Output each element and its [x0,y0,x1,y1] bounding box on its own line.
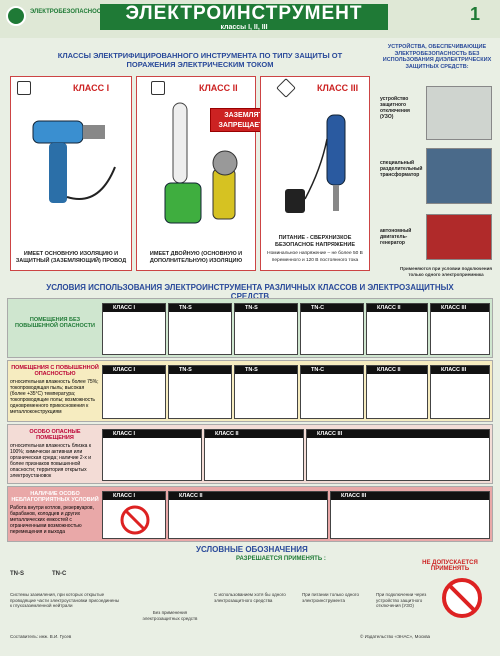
usage-heading: УСЛОВИЯ ИСПОЛЬЗОВАНИЯ ЭЛЕКТРОИНСТРУМЕНТА… [46,283,454,301]
legend-system-text: Системы заземления, при которых открытые… [10,592,120,608]
zone-high-cell: TN-C [300,365,364,419]
zone-high-cell: TN-S [234,365,298,419]
footer-right: © Издательство «ЭНАС», Москва [360,634,431,639]
tag: TN-S [235,366,297,374]
zone-high-cell: TN-S [168,365,232,419]
zone-normal-cell: КЛАСС I [102,303,166,355]
tag: TN-S [235,304,297,312]
zone-high-cell: КЛАСС I [102,365,166,419]
logo-text: ЭЛЕКТРОБЕЗОПАСНОСТЬ [30,9,109,15]
drill-icon [32,120,116,203]
tag: КЛАСС II [169,492,327,500]
page-title: ЭЛЕКТРОИНСТРУМЕНТ [125,3,363,24]
zone-adverse-cell: КЛАСС I [102,491,166,539]
zone-adverse-text: Работа внутри котлов, резервуаров, бараб… [10,505,94,535]
tag: КЛАСС III [307,430,489,438]
device-generator-label: автономный двигатель-генератор [380,228,412,246]
device-rcd-label: устройство защитного отключения (УЗО) [380,96,410,120]
tag: TN-S [169,304,231,312]
legend-item-3: При питании только одного электроинструм… [302,592,359,603]
tag: КЛАСС I [103,492,165,500]
class-1-desc: ИМЕЕТ ОСНОВНУЮ ИЗОЛЯЦИЮ И ЗАЩИТНЫЙ (ЗАЗЕ… [15,251,127,264]
class-3-card: КЛАСС III ПИТАНИЕ - СВЕРХНИЗКОЕ БЕЗОПАСН… [260,76,370,271]
zone-high-cell: КЛАСС II [366,365,428,419]
zone-extreme-title: ОСОБО ОПАСНЫЕ ПОМЕЩЕНИЯ [29,429,81,441]
logo-icon [6,6,26,26]
low-voltage-icon [276,78,296,98]
warning-line-2: ЗАПРЕЩАЕТСЯ [218,122,274,129]
class-1-label: КЛАСС I [73,83,110,93]
tag: КЛАСС III [331,492,489,500]
class-2-desc: ИМЕЕТ ДВОЙНУЮ (ОСНОВНУЮ И ДОПОЛНИТЕЛЬНУЮ… [149,251,243,264]
footer-left: Составитель: инж. В.И. Гусев [10,634,72,639]
legend-allowed: РАЗРЕШАЕТСЯ ПРИМЕНЯТЬ : [236,556,326,562]
page-subtitle: классы I, II, III [220,24,268,31]
class-3-label: КЛАСС III [317,83,359,93]
title-bar: ЭЛЕКТРОИНСТРУМЕНТ классы I, II, III [100,3,388,31]
zone-extreme: ОСОБО ОПАСНЫЕ ПОМЕЩЕНИЯ относительная вла… [7,424,493,484]
zone-normal: ПОМЕЩЕНИЯ БЕЗ ПОВЫШЕННОЙ ОПАСНОСТИ КЛАСС… [7,298,493,358]
class-3-desc: ПИТАНИЕ - СВЕРХНИЗКОЕ БЕЗОПАСНОЕ НАПРЯЖЕ… [274,235,356,248]
rcd-icon [426,86,492,140]
warning-line-1: ЗАЗЕМЛЯТЬ [224,112,268,119]
tag: КЛАСС I [103,366,165,374]
tag: КЛАСС II [367,366,427,374]
zone-extreme-cell: КЛАСС I [102,429,202,481]
zone-extreme-cell: КЛАСС III [306,429,490,481]
tag: КЛАСС I [103,304,165,312]
legend-tnc: TN-C [52,571,67,577]
prohibited-icon [120,505,150,535]
tag: TN-S [169,366,231,374]
tag: КЛАСС I [103,430,201,438]
zone-high-text: относительная влажность более 75%; токоп… [10,379,99,415]
class-1-card: КЛАСС I ИМЕЕТ ОСНОВНУЮ ИЗОЛЯЦИЮ И ЗАЩИТН… [10,76,132,271]
class-2-card: КЛАСС II ИМЕЕТ ДВОЙНУЮ (ОСНОВНУЮ И ДОПОЛ… [136,76,256,271]
generator-icon [426,214,492,260]
zone-adverse: НАЛИЧИЕ ОСОБО НЕБЛАГОПРИЯТНЫХ УСЛОВИЙ Раб… [7,486,493,542]
legend-forbidden: НЕ ДОПУСКАЕТСЯ ПРИМЕНЯТЬ [422,560,478,572]
class-2-label: КЛАСС II [199,83,238,93]
tag: КЛАСС II [205,430,303,438]
tag: TN-C [301,304,363,312]
legend-item-1: Без применения электрозащитных средств [142,610,198,621]
screwdriver-icon [285,114,346,213]
zone-normal-cell: TN-S [234,303,298,355]
zone-adverse-cell: КЛАСС III [330,491,490,539]
legend-heading: УСЛОВНЫЕ ОБОЗНАЧЕНИЯ [196,545,308,554]
legend-tns: TN-S [10,571,24,577]
devices-heading: УСТРОЙСТВА, ОБЕСПЕЧИВАЮЩИЕ ЭЛЕКТРОБЕЗОПА… [382,44,492,70]
legend-item-2: С использованием хотя бы одного электроз… [214,592,286,603]
zone-high-title: ПОМЕЩЕНИЯ С ПОВЫШЕННОЙ ОПАСНОСТЬЮ [11,365,99,377]
zone-high-cell: КЛАСС III [430,365,490,419]
zone-normal-cell: TN-C [300,303,364,355]
double-insulation-icon [151,81,165,95]
classes-heading: КЛАССЫ ЭЛЕКТРИФИЦИРОВАННОГО ИНСТРУМЕНТА … [57,51,343,69]
zone-normal-cell: КЛАСС II [366,303,428,355]
legend-item-4: При подключении через устройство защитно… [376,592,427,608]
tag: TN-C [301,366,363,374]
forbidden-legend-icon [442,578,482,618]
zone-high-danger: ПОМЕЩЕНИЯ С ПОВЫШЕННОЙ ОПАСНОСТЬЮ относит… [7,360,493,422]
zone-adverse-cell: КЛАСС II [168,491,328,539]
chainsaw-grinder-icon [164,102,238,224]
devices-note: Применяются при условии подключения толь… [400,266,492,277]
zone-normal-cell: КЛАСС III [430,303,490,355]
sheet-number: 1 [470,4,481,24]
zone-extreme-text: относительная влажность близка к 100%; х… [10,443,92,479]
zone-normal-cell: TN-S [168,303,232,355]
zone-normal-title: ПОМЕЩЕНИЯ БЕЗ ПОВЫШЕННОЙ ОПАСНОСТИ [15,317,95,329]
zone-adverse-title: НАЛИЧИЕ ОСОБО НЕБЛАГОПРИЯТНЫХ УСЛОВИЙ [11,491,99,503]
ground-icon [17,81,31,95]
tag: КЛАСС III [431,366,489,374]
device-transformer-label: специальный разделительный трансформатор [380,160,423,178]
zone-extreme-cell: КЛАСС II [204,429,304,481]
tag: КЛАСС II [367,304,427,312]
tag: КЛАСС III [431,304,489,312]
transformer-icon [426,148,492,204]
class-3-note: Номинальное напряжение – не более 50 В п… [267,251,363,263]
